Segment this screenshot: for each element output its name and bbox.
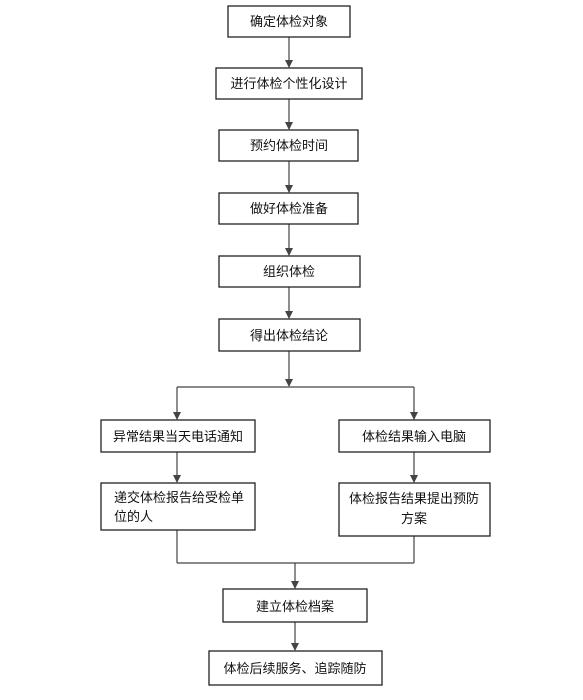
node-build-archive: 建立体检档案 <box>222 588 368 623</box>
node-prepare-label: 做好体检准备 <box>250 201 328 217</box>
node-organize-label: 组织体检 <box>263 265 315 280</box>
node-conclusion-box <box>218 318 361 352</box>
node-confirm-target-box <box>227 5 351 38</box>
node-build-archive-label: 建立体检档案 <box>256 600 334 615</box>
node-deliver-report-label-line1: 递交体检报告给受检单 <box>114 490 244 506</box>
node-abnormal-notify-label: 异常结果当天电话通知 <box>113 429 243 445</box>
node-conclusion: 得出体检结论 <box>218 318 361 352</box>
node-input-computer-label: 体检结果输入电脑 <box>362 429 466 445</box>
node-deliver-report-label-line2: 位的人 <box>114 509 153 525</box>
node-schedule-time: 预约体检时间 <box>218 129 359 162</box>
node-input-computer-box <box>338 419 491 453</box>
node-confirm-target: 确定体检对象 <box>227 5 351 38</box>
node-prevention-plan-box <box>338 482 491 537</box>
node-schedule-time-box <box>218 129 359 162</box>
node-prepare-box <box>218 192 359 225</box>
node-conclusion-label: 得出体检结论 <box>250 328 328 344</box>
node-personalized-design: 进行体检个性化设计 <box>215 67 363 100</box>
node-personalized-design-label: 进行体检个性化设计 <box>230 77 347 92</box>
node-confirm-target-label: 确定体检对象 <box>250 15 328 30</box>
node-abnormal-notify: 异常结果当天电话通知 <box>100 419 256 453</box>
node-deliver-report-box <box>100 482 256 531</box>
node-prevention-plan: 体检报告结果提出预防 方案 <box>338 482 491 537</box>
node-followup: 体检后续服务、追踪随防 <box>208 650 383 686</box>
node-organize: 组织体检 <box>218 255 361 288</box>
node-schedule-time-label: 预约体检时间 <box>250 139 328 154</box>
node-followup-label: 体检后续服务、追踪随防 <box>223 661 366 677</box>
node-organize-box <box>218 255 361 288</box>
node-prepare: 做好体检准备 <box>218 192 359 225</box>
node-abnormal-notify-box <box>100 419 256 453</box>
node-deliver-report: 递交体检报告给受检单 位的人 <box>100 482 256 531</box>
node-followup-box <box>208 650 383 686</box>
node-prevention-plan-label-line1: 体检报告结果提出预防 <box>349 491 479 507</box>
node-input-computer: 体检结果输入电脑 <box>338 419 491 453</box>
node-prevention-plan-label-line2: 方案 <box>401 511 427 527</box>
node-build-archive-box <box>222 588 368 623</box>
node-personalized-design-box <box>215 67 363 100</box>
flowchart-edges <box>173 37 418 651</box>
